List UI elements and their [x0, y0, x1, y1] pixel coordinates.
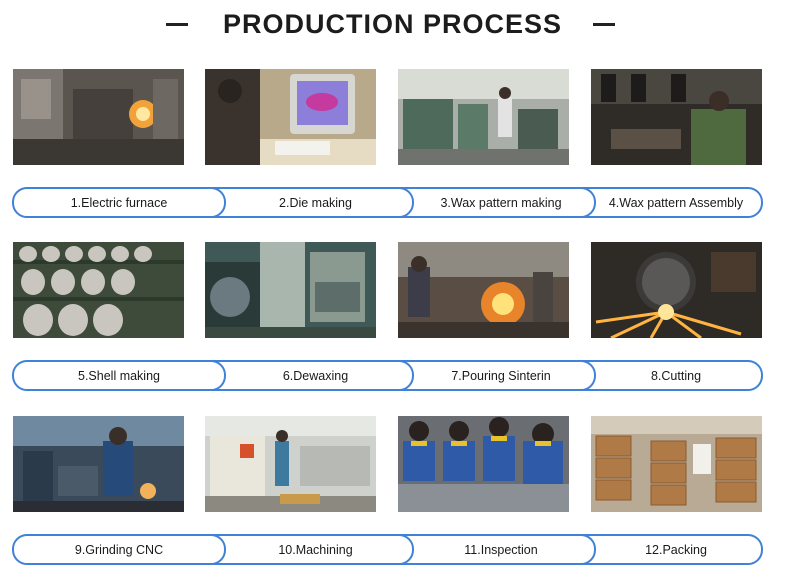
step-photo-die-making	[205, 69, 376, 165]
step-photo-dewaxing	[205, 242, 376, 338]
step-pill: 8.Cutting	[567, 360, 763, 391]
page-title: PRODUCTION PROCESS	[222, 9, 563, 39]
step-photo-shell-making	[13, 242, 184, 338]
step-photo-pouring-sinterin	[398, 242, 569, 338]
step-photo-machining	[205, 416, 376, 512]
step-pill: 4.Wax pattern Assembly	[567, 187, 763, 218]
title-dash-left	[166, 23, 188, 26]
step-pill: 2.Die making	[197, 187, 414, 218]
step-pill: 12.Packing	[567, 534, 763, 565]
step-photo-wax-pattern-assembly	[591, 69, 762, 165]
step-pill: 7.Pouring Sinterin	[384, 360, 596, 391]
step-photo-cutting	[591, 242, 762, 338]
step-photo-inspection	[398, 416, 569, 512]
step-pill: 10.Machining	[197, 534, 414, 565]
step-photo-wax-pattern-making	[398, 69, 569, 165]
process-row-1: 1.Electric furnace 2.Die making 3.Wax pa…	[12, 187, 763, 218]
step-pill: 3.Wax pattern making	[384, 187, 596, 218]
title-dash-right	[593, 23, 615, 26]
process-row-3: 9.Grinding CNC 10.Machining 11.Inspectio…	[12, 534, 763, 565]
step-pill: 9.Grinding CNC	[12, 534, 226, 565]
step-photo-electric-furnace	[13, 69, 184, 165]
process-row-2: 5.Shell making 6.Dewaxing 7.Pouring Sint…	[12, 360, 763, 391]
step-pill: 11.Inspection	[384, 534, 596, 565]
step-pill: 6.Dewaxing	[197, 360, 414, 391]
step-pill: 1.Electric furnace	[12, 187, 226, 218]
page-header: PRODUCTION PROCESS	[0, 6, 785, 42]
step-photo-packing	[591, 416, 762, 512]
step-pill: 5.Shell making	[12, 360, 226, 391]
step-photo-grinding-cnc	[13, 416, 184, 512]
